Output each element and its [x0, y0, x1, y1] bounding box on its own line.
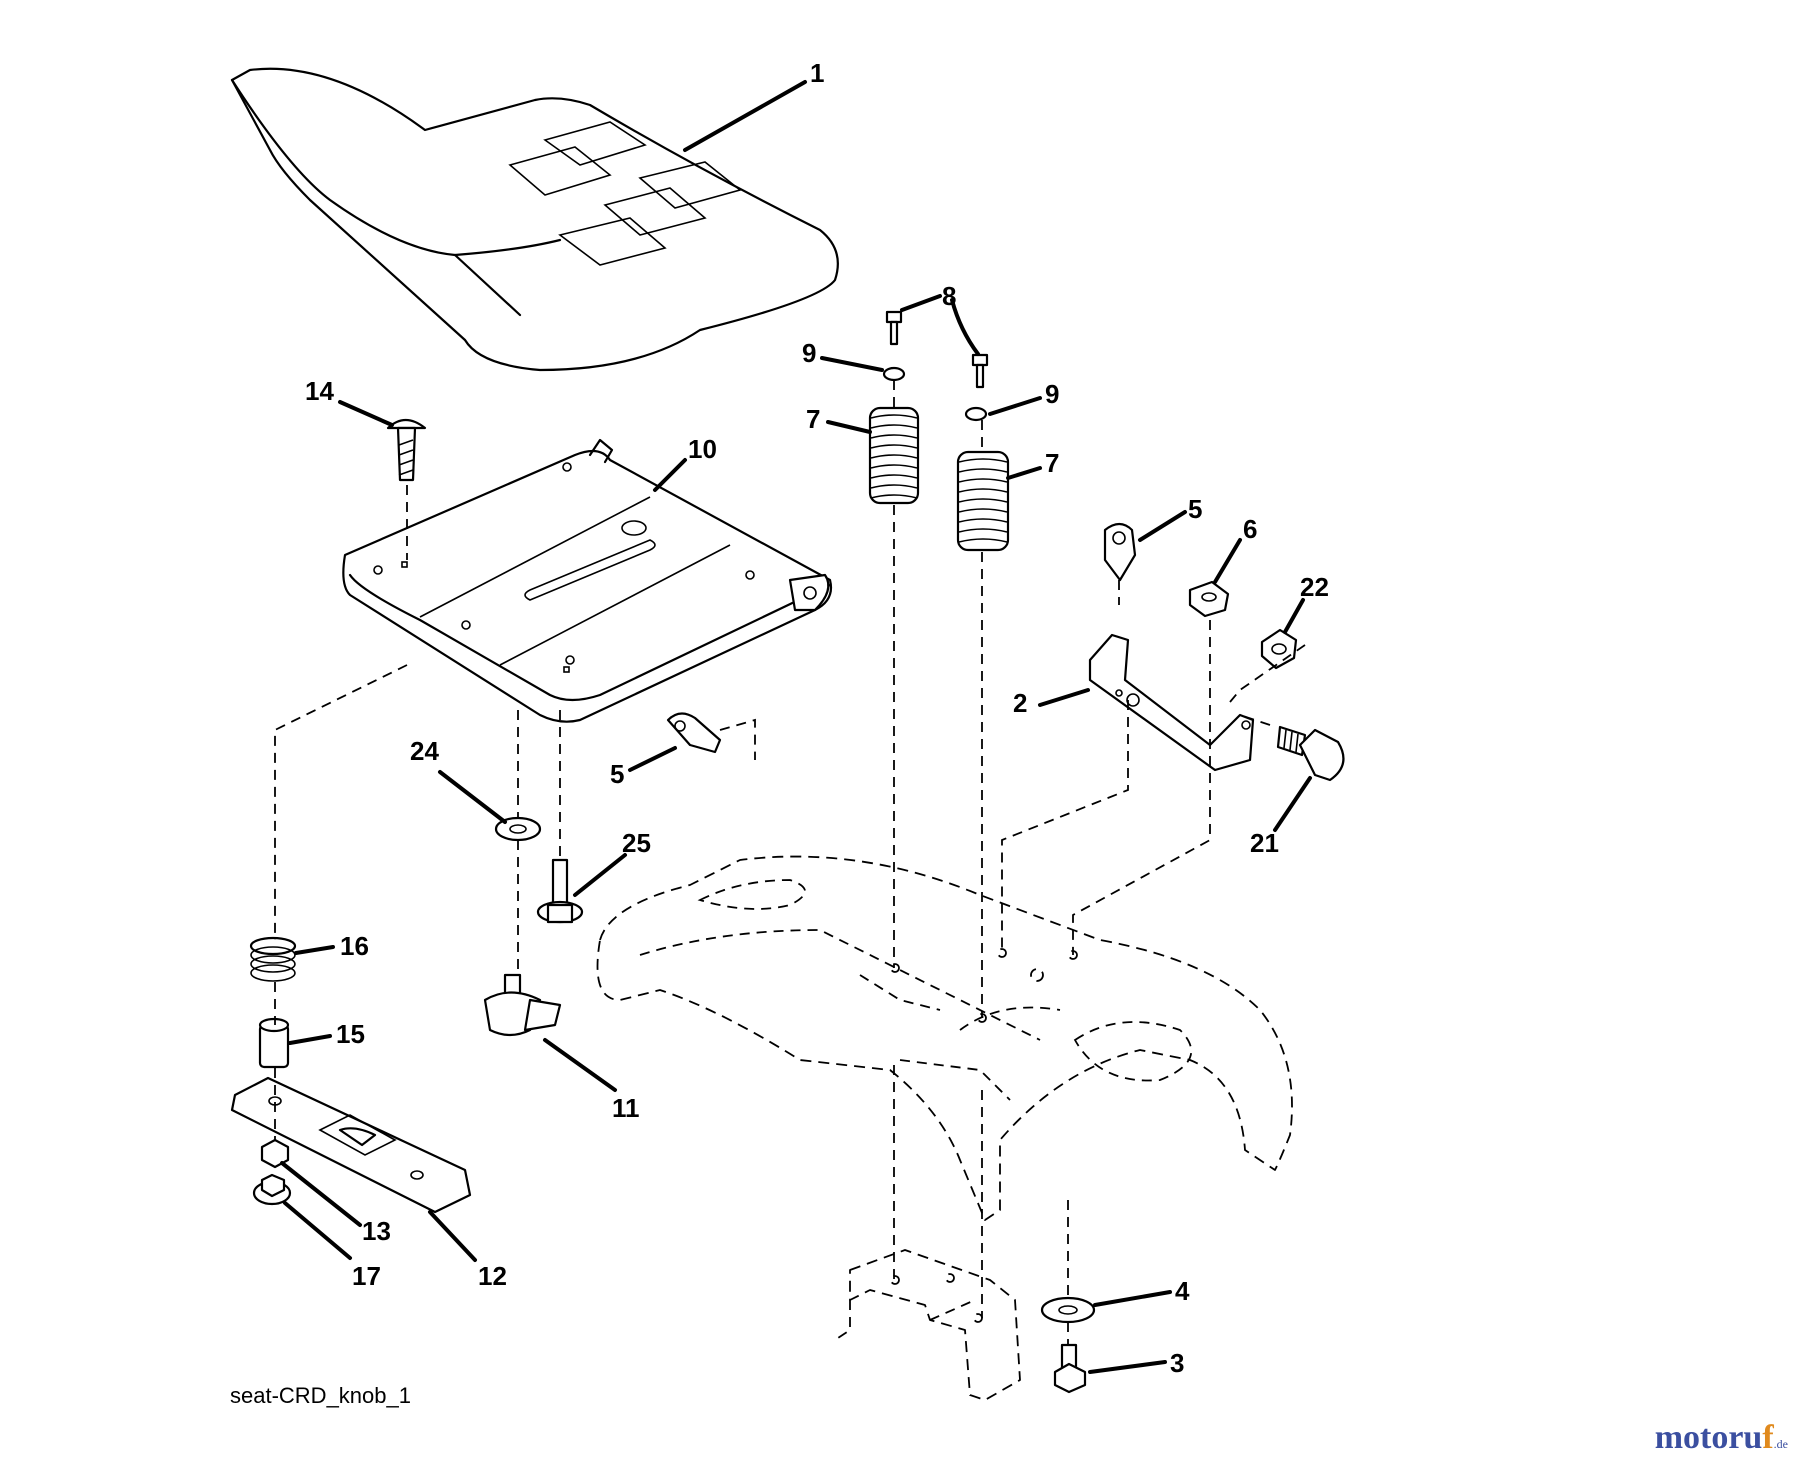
hex-bolt-3 [1053, 1343, 1087, 1394]
flange-nut-17 [252, 1173, 292, 1206]
switch-clip-lower [666, 712, 722, 754]
washer-24-hole [509, 824, 527, 834]
diagram-caption: seat-CRD_knob_1 [230, 1383, 411, 1408]
callout-21: 21 [1250, 828, 1279, 858]
callout-9-right: 9 [1045, 379, 1059, 409]
spring-left [868, 406, 920, 505]
callout-11: 11 [612, 1093, 640, 1123]
seat-pan [342, 438, 833, 723]
callout-labels: 1 14 10 8 9 9 7 7 5 6 22 2 21 5 24 25 16… [305, 58, 1329, 1378]
spring-right [956, 450, 1010, 552]
callout-17: 17 [352, 1261, 381, 1291]
callout-13: 13 [362, 1216, 391, 1246]
brand-watermark: motoruf.de [1655, 1419, 1788, 1457]
tractor-frame [596, 855, 1293, 1401]
callout-7-right: 7 [1045, 448, 1059, 478]
callout-7-left: 7 [806, 404, 820, 434]
bolt-right [971, 353, 989, 389]
callout-5-upper: 5 [1188, 494, 1202, 524]
callout-2: 2 [1013, 688, 1027, 718]
compression-spring-16 [249, 936, 297, 982]
slide-plate [230, 1076, 472, 1214]
callout-8: 8 [942, 281, 956, 311]
carriage-bolt [386, 418, 427, 482]
callout-25: 25 [622, 828, 651, 858]
callout-1: 1 [810, 58, 824, 88]
washer-right [964, 406, 988, 422]
flange-bolt-25 [536, 858, 584, 924]
switch-clip-upper [1103, 522, 1137, 582]
washer-left [882, 366, 906, 382]
washer-4-hole [1058, 1305, 1078, 1315]
seat-knob [483, 973, 562, 1037]
assembly-axes [274, 380, 1306, 1345]
callout-3: 3 [1170, 1348, 1184, 1378]
callout-10: 10 [688, 434, 717, 464]
callout-12: 12 [478, 1261, 507, 1291]
brand-name-accent: f [1762, 1419, 1774, 1456]
callout-22: 22 [1300, 572, 1329, 602]
spacer-15 [258, 1017, 290, 1069]
callout-6: 6 [1243, 514, 1257, 544]
callout-24: 24 [410, 736, 439, 766]
brand-tld: .de [1773, 1437, 1788, 1451]
callout-16: 16 [340, 931, 369, 961]
seat [230, 67, 839, 372]
hex-nut-6 [1188, 580, 1230, 618]
washer-4 [1040, 1296, 1096, 1324]
callout-9-left: 9 [802, 338, 816, 368]
shoulder-bolt [1276, 725, 1345, 782]
callout-15: 15 [336, 1019, 365, 1049]
brand-name-main: motoru [1654, 1419, 1763, 1456]
callout-4: 4 [1175, 1276, 1190, 1306]
callout-14: 14 [305, 376, 334, 406]
callout-5-lower: 5 [610, 759, 624, 789]
hex-nut-22 [1260, 628, 1298, 670]
switch-bracket [1088, 633, 1255, 772]
leader-lines [280, 80, 1312, 1374]
bolt-left [885, 310, 903, 346]
